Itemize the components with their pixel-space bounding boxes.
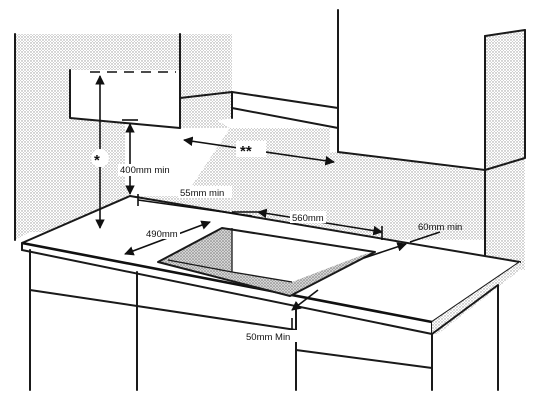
dimension-front-min: 50mm Min	[244, 289, 319, 343]
label-55mm: 55mm min	[180, 188, 224, 199]
label-50mm: 50mm Min	[246, 332, 290, 343]
dimension-rear-min: 55mm min	[137, 186, 253, 217]
label-star: *	[94, 152, 100, 169]
label-double-star: **	[240, 143, 252, 160]
dimension-between-cabinets: **	[183, 136, 335, 166]
dimension-hood-distance: 400mm min	[118, 119, 182, 195]
label-490mm: 490mm	[146, 229, 178, 240]
dimension-cutout-width: 560mm	[232, 208, 383, 240]
right-upper-cabinet	[337, 9, 526, 171]
dimension-cutout-depth: 490mm	[124, 220, 211, 256]
dimension-side-min: 60mm min	[363, 222, 462, 259]
label-60mm: 60mm min	[418, 222, 462, 233]
dimension-clearance-star: *	[90, 71, 176, 229]
label-560mm: 560mm	[292, 213, 324, 224]
base-cabinets	[29, 249, 499, 391]
label-400mm: 400mm min	[120, 165, 170, 176]
